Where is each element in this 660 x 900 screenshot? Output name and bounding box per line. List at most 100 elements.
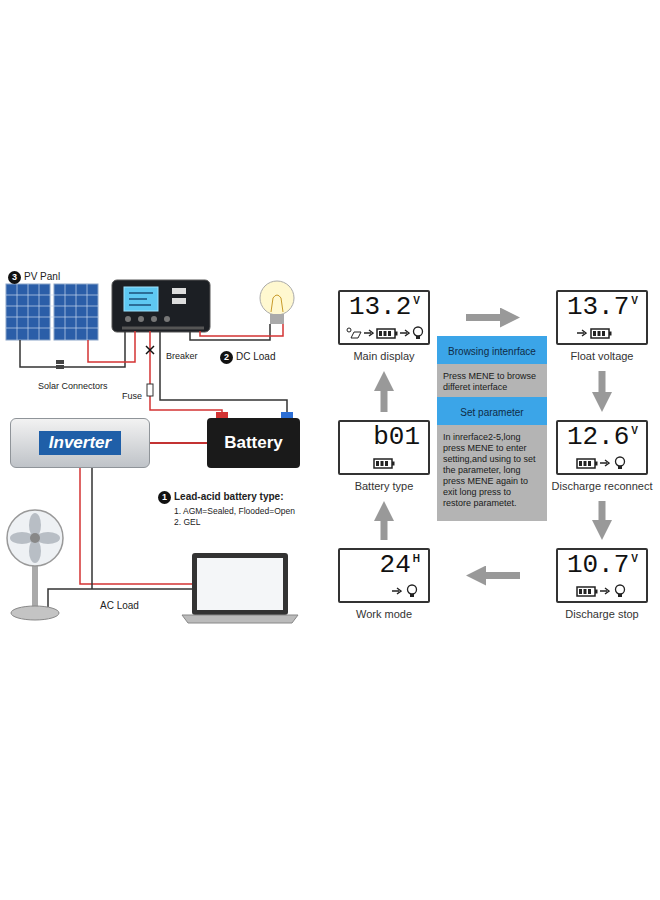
load-negative-wire [190,324,270,340]
lcd-unit: V [631,295,638,307]
arrow-icon [364,330,373,336]
label-holder: 1 [158,486,171,504]
part-label: PV Panl [24,271,60,282]
lcd-unit: H [413,553,420,565]
laptop-base [182,615,298,623]
lcd-value: b01 [373,423,420,451]
label-holder: Fuse [122,385,142,403]
battery-icon [374,459,395,468]
lcd-value: 13.2 [349,293,411,321]
lcd-screen: 12.6VDischarge reconnect [552,420,653,493]
flow-arrow [381,381,388,412]
inverter-box: Inverter [10,418,150,468]
panel-text: In inrerface2-5,long press MENE to enter… [437,425,547,513]
lcd-frame: 12.6V [556,420,648,475]
instruction-panel: Press MENE to browse differet interfaceI… [437,336,547,521]
flow-arrow [381,511,388,540]
label-holder: Breaker [166,345,198,363]
caption: Discharge stop [565,608,638,621]
arrow-icon [400,330,409,336]
fuse-symbol [147,384,153,396]
label-holder: 1. AGM=Sealed, Flooded=Open [174,500,295,518]
band-text: Browsing intenrface [448,346,536,357]
flow-arrow [476,572,520,579]
lcd-unit: V [413,295,420,307]
breaker-symbol [146,346,154,354]
callout-number: 3 [8,271,21,284]
lcd-screen: 10.7VDischarge stop [556,548,648,621]
label-holder: Solar Connectors [38,375,108,393]
fan-guard [7,510,63,566]
battery-icon [577,587,598,596]
label-holder: 2 [220,346,233,364]
lcd-frame: 13.7V [556,290,648,345]
lcd-value: 24 [380,551,411,579]
part-label: Solar Connectors [38,381,108,391]
part-label: AC Load [100,600,139,611]
lcd-unit: V [631,425,638,437]
battery-icon [591,329,612,338]
label-holder: PV Panl [24,266,60,284]
solar-connector [56,365,64,369]
lcd-screen: 13.2V Main display [338,290,430,363]
part-label: Breaker [166,351,198,361]
fan-hub [30,533,40,543]
terminal-strip [122,327,204,330]
ac-wire [80,468,192,584]
flow-arrow [466,314,510,321]
label-holder: 3 [8,266,21,284]
label-holder: DC Load [236,346,275,364]
bulb-glass [260,281,294,315]
desk-fan [7,510,63,620]
lcd-value: 12.6 [567,423,629,451]
arrow-icon [600,588,609,594]
battery-label: Battery [224,433,283,453]
usb-port [172,298,186,304]
controller-body [112,280,210,332]
flow-arrow [599,501,606,530]
power-cable [150,442,207,444]
arrow-icon [577,330,586,336]
lcd-screen: b01Battery type [338,420,430,493]
button [125,316,131,322]
label-holder: Lead-acid battery type: [174,486,283,504]
ac-wire [48,468,192,607]
lcd-frame: 13.2V [338,290,430,345]
caption: Battery type [355,480,414,493]
lcd-segments [129,293,153,305]
load-positive-wire [200,324,283,336]
solar-panel [6,284,98,340]
lcd-screen: 13.7VFloat voltage [556,290,648,363]
fan-base [11,606,59,620]
battery-terminal [281,412,293,419]
solar-cell-grid [6,284,98,340]
lcd-frame: b01 [338,420,430,475]
arrow-icon [600,460,609,466]
laptop [182,553,298,623]
battery-negative-wire [160,331,287,413]
panel-text: Press MENE to browse differet interface [437,364,547,397]
caption: Work mode [356,608,412,621]
caption: Main display [353,350,414,363]
arrow-icon [392,588,401,594]
lcd-icons [347,327,625,597]
button [164,316,170,322]
flow-arrow [599,371,606,402]
light-bulb [260,281,294,324]
part-label: Fuse [122,391,142,401]
part-label: 2. GEL [174,517,200,527]
bulb-icon [414,327,423,339]
callout-number: 2 [220,351,233,364]
controller-lcd [124,287,158,311]
part-label: DC Load [236,351,275,362]
battery-icon [377,329,398,338]
bulb-base [270,314,284,324]
bulb-filament [271,295,283,312]
button [138,316,144,322]
battery-terminal [216,412,228,419]
pv-positive-wire [88,331,135,362]
